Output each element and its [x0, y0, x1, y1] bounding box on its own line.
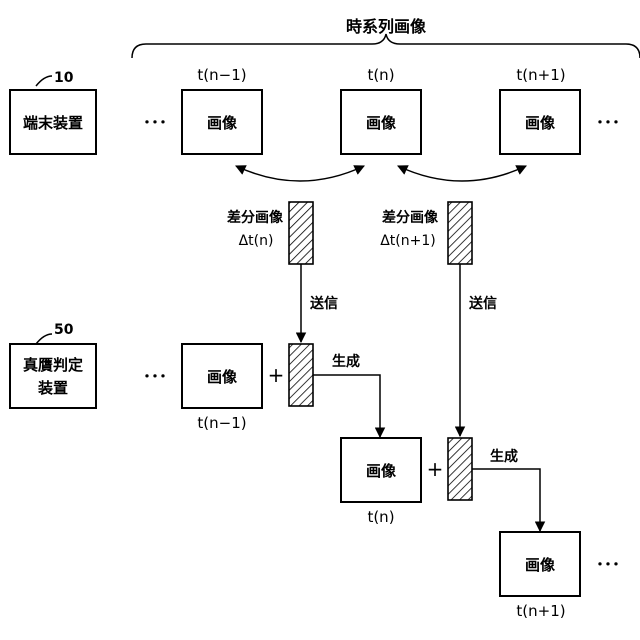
top-image-prev-label: 画像: [207, 114, 238, 132]
generate-arrow-2: [472, 469, 540, 531]
diff1-label: 差分画像: [227, 209, 284, 226]
gen-time-next: t(n+1): [516, 602, 565, 620]
gen-image-prev-label: 画像: [207, 368, 238, 386]
top-time-cur: t(n): [367, 66, 394, 84]
gen-image-cur-label: 画像: [366, 462, 397, 480]
diff1-delta: Δt(n): [239, 233, 274, 249]
compare-arrow-1: [236, 166, 364, 181]
generate-arrow-1: [313, 375, 380, 437]
diff2-image: [448, 202, 472, 264]
received-diff2: [448, 438, 472, 500]
bottom-ellipsis-right: ･･･: [596, 555, 620, 574]
gen-time-cur: t(n): [367, 508, 394, 526]
verifier-device-label-2: 装置: [37, 379, 68, 397]
series-title: 時系列画像: [346, 17, 427, 36]
terminal-ref-leader: [36, 76, 52, 86]
send-label-1: 送信: [309, 295, 338, 312]
verifier-device-label-1: 真贋判定: [23, 356, 83, 374]
diff2-label: 差分画像: [382, 209, 439, 226]
terminal-ref: 10: [54, 70, 74, 86]
send-label-2: 送信: [468, 295, 497, 312]
generate-label-2: 生成: [490, 448, 518, 465]
mid-ellipsis-left: ･･･: [143, 367, 167, 386]
diff2-delta: Δt(n+1): [380, 233, 436, 249]
diff1-image: [289, 202, 313, 264]
terminal-device-label: 端末装置: [23, 114, 83, 132]
top-time-next: t(n+1): [516, 66, 565, 84]
verifier-ref: 50: [54, 322, 74, 338]
generate-label-1: 生成: [332, 353, 360, 370]
top-time-prev: t(n−1): [197, 66, 246, 84]
top-ellipsis-right: ･･･: [596, 113, 620, 132]
received-diff1: [289, 344, 313, 406]
compare-arrow-2: [398, 166, 526, 181]
plus-sign-2: +: [427, 457, 444, 481]
gen-time-prev: t(n−1): [197, 414, 246, 432]
gen-image-next-label: 画像: [525, 556, 556, 574]
plus-sign-1: +: [268, 363, 285, 387]
series-brace: [132, 34, 640, 58]
top-image-cur-label: 画像: [366, 114, 397, 132]
top-image-next-label: 画像: [525, 114, 556, 132]
verifier-ref-leader: [36, 334, 52, 344]
verifier-device-box: [10, 344, 96, 408]
top-ellipsis-left: ･･･: [143, 113, 167, 132]
